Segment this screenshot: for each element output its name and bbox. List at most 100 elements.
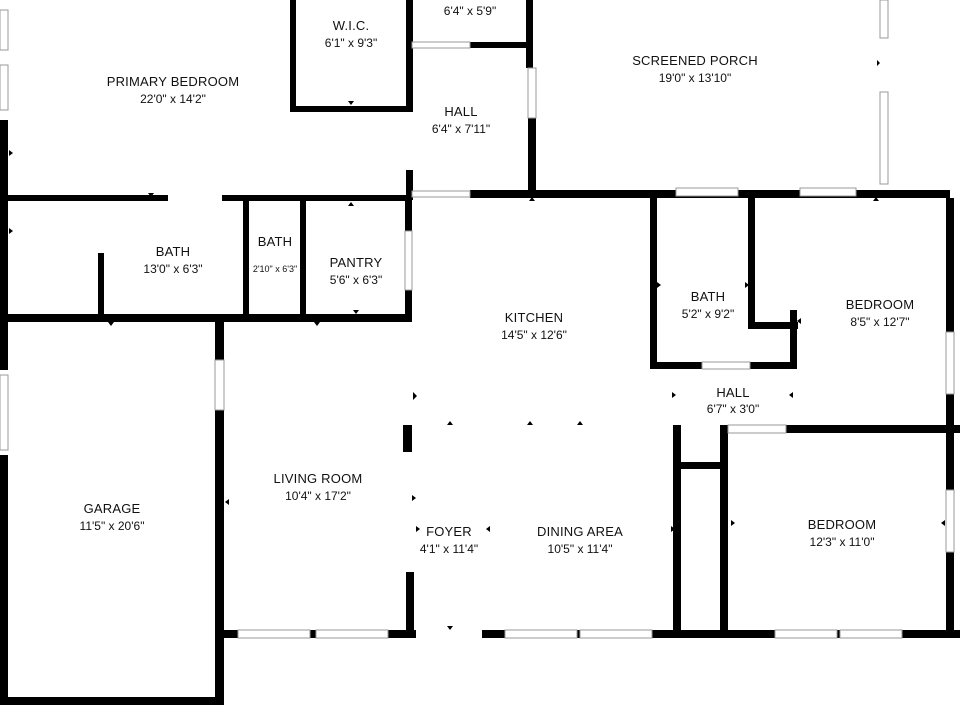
marker [657, 282, 661, 288]
wall [243, 201, 249, 316]
marker [486, 526, 490, 532]
marker [672, 392, 676, 398]
wall [0, 314, 412, 322]
marker [527, 421, 533, 425]
window [527, 67, 537, 119]
room-dimensions: 6'7" x 3'0" [707, 402, 759, 416]
marker [941, 520, 945, 526]
wall [405, 201, 412, 231]
wall [790, 310, 797, 368]
marker [416, 526, 420, 532]
room-name: GARAGE [84, 501, 141, 516]
room-label-living-room: LIVING ROOM 10'4" x 17'2" [274, 471, 363, 503]
room-label-bedroom-bottom: BEDROOM 12'3" x 11'0" [808, 517, 877, 549]
wall [673, 425, 681, 638]
room-dimensions: 19'0" x 13'10" [659, 71, 732, 85]
window [0, 374, 9, 451]
room-label-screened-porch: SCREENED PORCH 19'0" x 13'10" [632, 53, 758, 85]
wall [215, 322, 224, 360]
window [774, 629, 838, 639]
room-name: KITCHEN [505, 310, 563, 325]
room-dimensions: 22'0" x 14'2" [140, 92, 206, 106]
room-name: BATH [691, 289, 726, 304]
room-name: BATH [258, 234, 293, 249]
marker [9, 228, 13, 234]
room-name: HALL [716, 385, 749, 400]
room-name: PANTRY [330, 255, 383, 270]
window [0, 9, 9, 51]
room-dimensions: 10'5" x 11'4" [548, 542, 613, 556]
marker [413, 392, 417, 400]
marker [447, 626, 453, 630]
wall [405, 290, 412, 320]
room-dimensions: 6'4" x 7'11" [432, 122, 490, 136]
wall [673, 462, 728, 469]
window [945, 489, 955, 553]
wall [98, 253, 104, 315]
marker [797, 318, 801, 324]
window [214, 359, 225, 411]
room-dimensions: 5'2" x 9'2" [682, 307, 734, 321]
room-label-foyer: FOYER 4'1" x 11'4" [420, 524, 478, 556]
room-label-bedroom-right: BEDROOM 8'5" x 12'7" [846, 297, 914, 329]
room-name: HALL [444, 104, 477, 119]
room-label-primary-bedroom: PRIMARY BEDROOM 22'0" x 14'2" [107, 74, 240, 106]
room-label-hall-top: HALL 6'4" x 7'11" [432, 104, 490, 136]
marker [836, 429, 842, 433]
windows [0, 0, 955, 639]
room-dimensions: 6'1" x 9'3" [325, 36, 377, 50]
wall [786, 425, 960, 433]
window [727, 424, 787, 434]
markers [9, 60, 945, 630]
marker [314, 322, 320, 326]
room-label-bath-hall: BATH 5'2" x 9'2" [682, 289, 734, 321]
window [315, 629, 389, 639]
room-dimensions: 12'3" x 11'0" [810, 535, 875, 549]
wall [946, 198, 954, 430]
marker [447, 421, 453, 425]
window [945, 331, 955, 395]
room-name: SCREENED PORCH [632, 53, 758, 68]
window [411, 190, 471, 198]
room-name: FOYER [426, 524, 472, 539]
room-label-garage: GARAGE 11'5" x 20'6" [80, 501, 145, 533]
wall [650, 198, 657, 368]
room-dimensions: 2'10" x 6'3" [253, 264, 297, 274]
room-label-dining-area: DINING AREA 10'5" x 11'4" [537, 524, 623, 556]
marker [745, 282, 749, 288]
wall [8, 195, 168, 201]
room-label-bath-primary: BATH 13'0" x 6'3" [143, 244, 202, 276]
room-name: LIVING ROOM [274, 471, 363, 486]
room-dimensions: 5'6" x 6'3" [330, 273, 382, 287]
room-name: PRIMARY BEDROOM [107, 74, 240, 89]
wall [222, 195, 412, 201]
room-dimensions: 11'5" x 20'6" [80, 519, 145, 533]
wall [300, 201, 306, 316]
room-dimensions: 13'0" x 6'3" [143, 262, 202, 276]
window [579, 629, 653, 639]
room-label-hall-mid: HALL 6'7" x 3'0" [707, 385, 759, 416]
marker [148, 193, 154, 197]
marker [877, 60, 880, 66]
wall [403, 425, 412, 452]
wall [215, 410, 224, 705]
room-label-pantry: PANTRY 5'6" x 6'3" [330, 255, 383, 287]
room-name: DINING AREA [537, 524, 623, 539]
window [411, 41, 471, 49]
wall [470, 42, 530, 48]
marker [529, 197, 535, 201]
room-labels: W.I.C. 6'1" x 9'3" 6'4" x 5'9" PRIMARY B… [80, 4, 915, 556]
room-name: BEDROOM [808, 517, 877, 532]
room-name: BATH [156, 244, 191, 259]
window [404, 230, 413, 291]
wall [0, 120, 8, 370]
marker [353, 310, 359, 314]
marker [348, 101, 354, 105]
window [879, 91, 889, 185]
marker [348, 202, 354, 206]
window [799, 187, 857, 197]
wall [290, 106, 412, 112]
marker [577, 421, 583, 425]
marker [9, 150, 13, 156]
